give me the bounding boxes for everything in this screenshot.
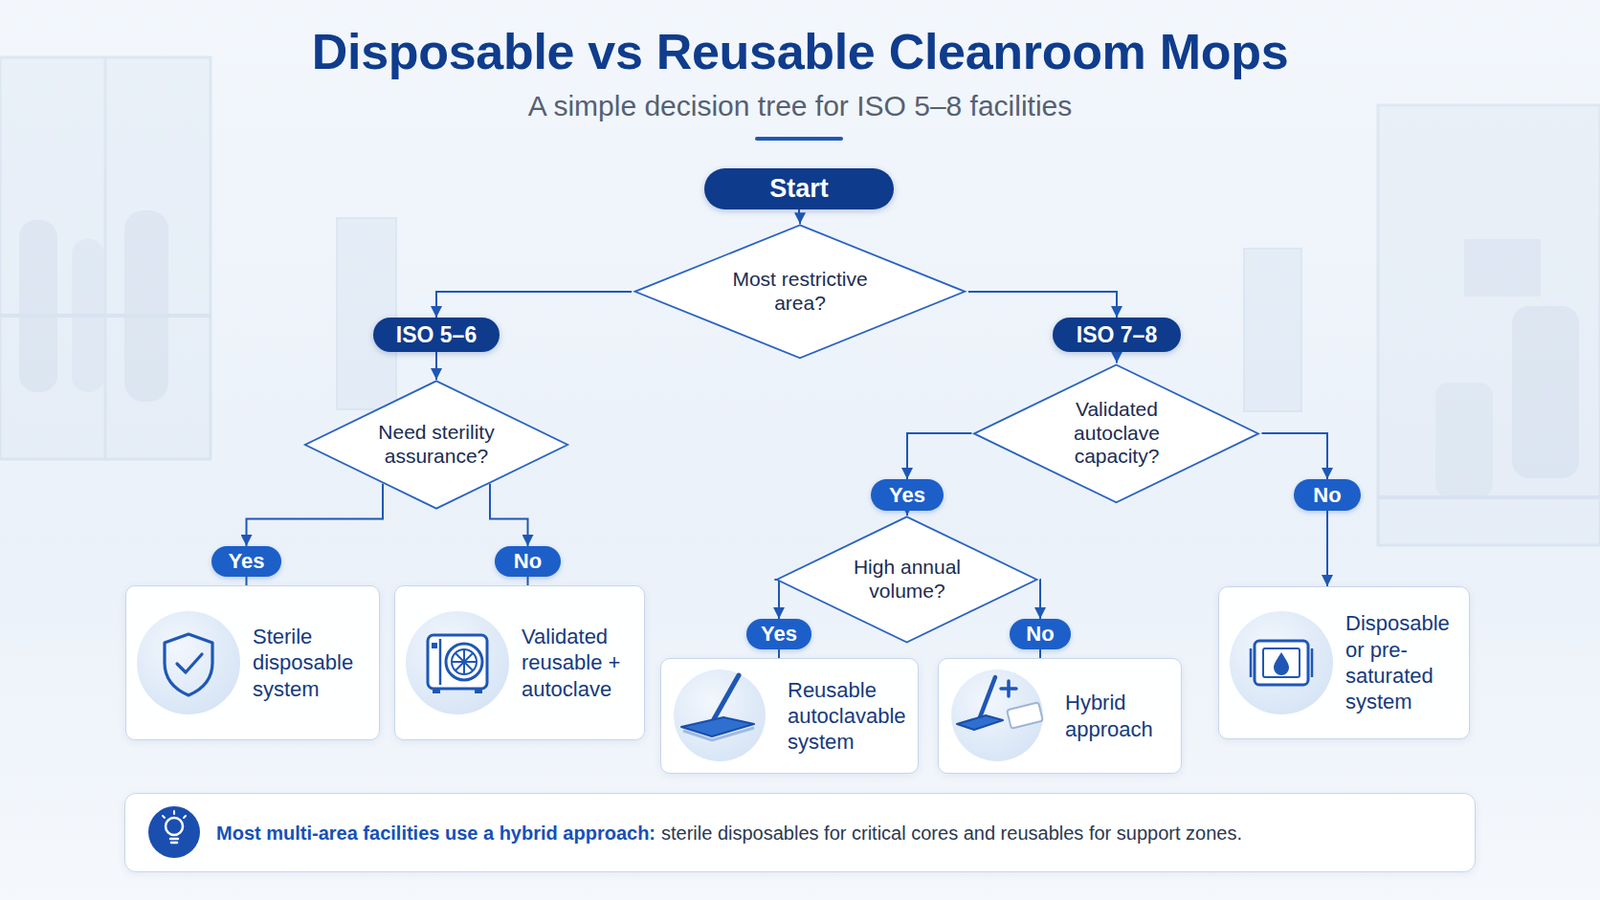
lightbulb-icon <box>148 806 200 859</box>
flow-connector <box>436 291 632 318</box>
flow-connector <box>527 577 530 586</box>
diamond-shape <box>305 380 568 509</box>
diagram-subtitle: A simple decision tree for ISO 5–8 facil… <box>0 89 1600 123</box>
note-text: sterile disposables for critical cores a… <box>661 822 1243 845</box>
pill-label: Start <box>769 174 829 204</box>
left-window <box>0 57 211 460</box>
autoclave-icon <box>405 611 510 715</box>
flow-connector <box>489 484 529 547</box>
outcome-box: Sterile disposable system <box>125 585 380 741</box>
decision-diamond: Most restrictive area? <box>631 223 969 360</box>
flow-connector <box>1115 352 1118 364</box>
decision-text: Most restrictive area? <box>709 267 891 316</box>
note-box: Most multi-area facilities use a hybrid … <box>124 793 1476 873</box>
flow-connector <box>907 433 972 480</box>
mop-icon <box>673 669 766 762</box>
outcome-box: Disposable or pre-saturated system <box>1218 586 1470 740</box>
outcome-text: Sterile disposable system <box>252 623 372 703</box>
flow-connector <box>1039 649 1042 659</box>
outcome-box: Validated reusable + autoclave <box>394 585 645 741</box>
start-pill: ISO 5–6 <box>373 317 500 353</box>
pill-label: ISO 5–6 <box>396 322 477 349</box>
outcome-text: Hybrid approach <box>1065 689 1174 743</box>
flow-connector <box>1326 511 1329 587</box>
branch-pill: No <box>494 546 561 578</box>
flow-connector <box>246 484 384 547</box>
branch-label: Yes <box>228 549 266 575</box>
diagram-title: Disposable vs Reusable Cleanroom Mops <box>0 22 1600 81</box>
branch-label: Yes <box>760 622 798 647</box>
branch-pill: Yes <box>870 479 944 512</box>
decision-diamond: Need sterility assurance? <box>302 379 571 511</box>
flow-connector <box>774 579 779 620</box>
branch-pill: No <box>1009 619 1071 650</box>
flow-connector <box>245 577 248 586</box>
diamond-shape <box>777 516 1038 643</box>
flow-connector <box>798 209 801 224</box>
wipe-packet-icon <box>1229 611 1334 715</box>
flow-connector <box>777 649 780 659</box>
decision-diamond: Validated autoclave capacity? <box>971 363 1262 505</box>
decision-text: Validated autoclave capacity? <box>1061 398 1172 469</box>
outcome-text: Disposable or pre-saturated system <box>1345 610 1462 715</box>
flow-connector <box>906 511 909 516</box>
start-pill: ISO 7–8 <box>1052 317 1181 353</box>
door <box>336 218 1302 412</box>
branch-label: Yes <box>888 483 926 509</box>
diamond-shape <box>974 364 1259 503</box>
decision-diamond: High annual volume? <box>774 515 1040 645</box>
flow-connector <box>435 352 438 380</box>
hybrid-icon <box>951 669 1044 762</box>
branch-pill: Yes <box>211 546 282 578</box>
decision-text: High annual volume? <box>840 555 975 604</box>
branch-pill: No <box>1293 479 1361 512</box>
outcome-box: Reusable autoclavable system <box>660 658 919 775</box>
note-line: Most multi-area facilities use a hybrid … <box>216 821 1243 846</box>
right-equipment <box>1377 105 1600 546</box>
outcome-text: Validated reusable + autoclave <box>521 623 637 703</box>
branch-label: No <box>1312 483 1341 509</box>
decision-text: Need sterility assurance? <box>377 421 497 469</box>
flow-connector <box>1262 433 1329 480</box>
pill-label: ISO 7–8 <box>1076 322 1157 349</box>
outcome-text: Reusable autoclavable system <box>787 677 911 756</box>
title-underline <box>755 136 844 141</box>
note-text: Most multi-area facilities use a hybrid … <box>216 822 656 845</box>
branch-label: No <box>513 549 542 575</box>
flow-connector <box>968 291 1117 318</box>
flow-connector <box>1039 579 1042 620</box>
start-pill: Start <box>704 168 894 210</box>
branch-pill: Yes <box>746 619 812 650</box>
shield-icon <box>136 611 241 715</box>
diamond-shape <box>635 225 966 359</box>
outcome-box: Hybrid approach <box>937 658 1182 775</box>
branch-label: No <box>1025 622 1054 647</box>
